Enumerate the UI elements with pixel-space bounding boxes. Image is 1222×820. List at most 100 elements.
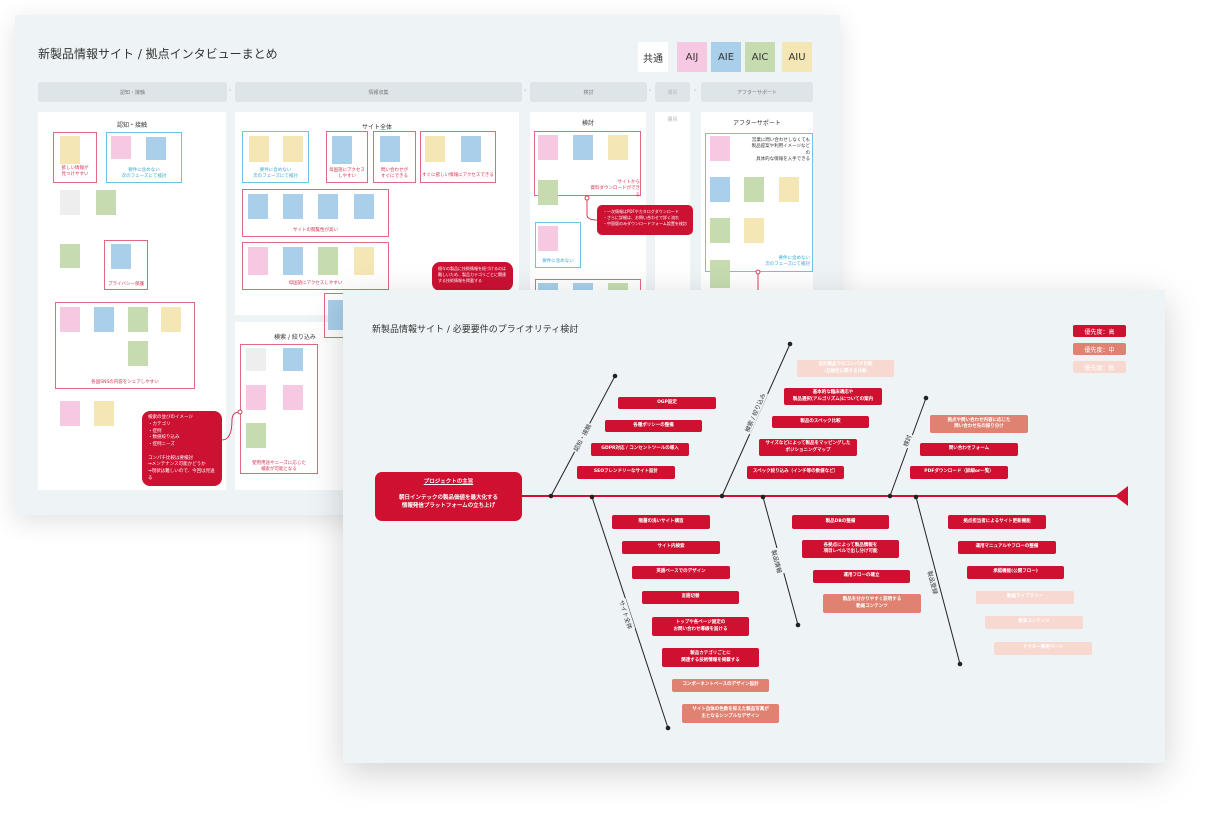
group-caption: 使用用途やニーズに応じた 検索が可能となる	[252, 461, 306, 473]
legend-aie: AIE	[711, 42, 741, 72]
requirement-low: 動画ライブラリー	[976, 591, 1074, 604]
requirement-high: スペック絞り込み（インチ等の数値など）	[747, 466, 844, 479]
phase-consider: 検討	[530, 82, 647, 102]
sticky-note	[161, 307, 181, 332]
group-caption: サイトの閲覧性が高い	[293, 228, 338, 233]
legend-aic: AIC	[745, 42, 775, 72]
group-caption: 要件に含めない 次のフェーズにて検討	[121, 168, 167, 180]
group-caption: 要件に含めない 次のフェーズにて検討	[253, 168, 298, 180]
phase-info-gathering: 情報収集	[235, 82, 522, 102]
sticky-note	[60, 190, 80, 215]
requirement-high: 言語切替	[642, 591, 739, 604]
group-caption: 欲しい情報が 見つけやすい	[61, 166, 89, 178]
phase-awareness: 認知・接触	[38, 82, 227, 102]
sticky-note	[710, 177, 730, 202]
requirement-low: 自社製品でのコンパチ比較 /互換性に関する比較	[797, 360, 894, 377]
requirement-high: 各拠点によって製品情報を 項目レベルで出し分け可能	[802, 540, 899, 558]
callout-search-image: 検索の並びのイメージ ・カテゴリ ・症例 ・数値絞り込み ・症例ニーズ コンパチ…	[142, 411, 222, 486]
column-title: 購買	[667, 117, 678, 123]
group-caption: 問い合わせが すぐにできる	[381, 168, 408, 180]
sticky-note	[283, 247, 303, 275]
requirement-high: 製品カテゴリごとに 関連する技術情報を掲載する	[662, 648, 759, 667]
requirement-high: トップや各ページ固定の お問い合わせ導線を設ける	[652, 617, 749, 636]
sticky-note	[94, 401, 114, 426]
group-frame	[53, 132, 97, 183]
group-frame	[534, 131, 641, 196]
sticky-note	[332, 136, 352, 164]
project-goal-box: プロジェクトの主旨 朝日インテックの製品価値を最大化する 情報発信プラットフォー…	[375, 472, 522, 521]
sticky-note	[96, 190, 116, 215]
sticky-note	[710, 218, 730, 243]
sticky-note	[60, 244, 80, 268]
requirement-high: 各種ポリシーの整備	[605, 420, 702, 432]
sticky-note	[128, 307, 148, 332]
chevron-right-icon: ›	[649, 87, 652, 94]
requirement-high: GDPR対応 / コンセントツールの導入	[591, 443, 689, 456]
priority-board-title: 新製品情報サイト / 必要要件のプライオリティ検討	[372, 325, 579, 335]
requirement-high: サイト内検索	[622, 541, 720, 554]
requirement-high: PDFダウンロード（詳細or一覧）	[910, 466, 1008, 479]
chevron-right-icon: ›	[694, 87, 697, 94]
sticky-note	[744, 218, 764, 243]
requirement-high: OGP設定	[618, 397, 716, 409]
sticky-note	[128, 341, 148, 366]
sticky-note	[248, 194, 268, 219]
sticky-note	[538, 135, 558, 160]
chevron-right-icon: ›	[229, 87, 232, 94]
requirement-mid: 製品を分かりやすく説明する 動画コンテンツ	[823, 594, 921, 613]
phase-purchase: 購買	[655, 82, 690, 102]
group-frame	[535, 222, 581, 268]
sticky-note	[538, 226, 558, 251]
group-frame	[55, 302, 195, 389]
group-caption: プライバシー保護	[108, 282, 144, 287]
interview-board-title: 新製品情報サイト / 拠点インタビューまとめ	[38, 47, 278, 61]
sticky-note	[246, 423, 266, 448]
group-frame	[240, 344, 318, 474]
requirement-mid: コンポーネントベースのデザイン設計	[672, 679, 769, 692]
goal-heading: プロジェクトの主旨	[423, 479, 474, 485]
bone-end-dots	[548, 341, 963, 731]
sticky-note	[710, 260, 730, 288]
sticky-note	[246, 348, 266, 371]
sticky-note	[249, 136, 269, 162]
group-frame	[106, 132, 182, 183]
priority-legend-mid: 優先度：中	[1073, 343, 1126, 355]
sticky-note	[744, 177, 764, 202]
group-caption: 営業に問い合わせしなくても 製品提案や利用イメージなどの 具体的な情報を入手でき…	[751, 138, 810, 162]
sticky-note	[538, 180, 558, 205]
sticky-note	[328, 300, 344, 330]
sticky-note	[60, 307, 80, 332]
requirement-high: 運用フローの確立	[813, 570, 910, 583]
sticky-note	[608, 135, 628, 160]
sticky-note	[425, 136, 445, 162]
sticky-note	[60, 136, 80, 164]
group-frame	[242, 131, 309, 183]
chevron-right-icon: ›	[524, 87, 527, 94]
group-caption: 母国語にアクセスしやすい	[288, 281, 343, 286]
sticky-note	[283, 136, 303, 162]
requirement-low: 教育コンテンツ	[985, 616, 1083, 629]
requirement-low: ドクター専用ページ	[994, 642, 1092, 655]
group-caption: 要件に含めない	[542, 259, 574, 264]
sticky-note	[354, 194, 374, 219]
requirement-mid: サイト自体の色数を抑えた製品写真が 主となるシンプルなデザイン	[682, 704, 779, 723]
group-caption: サイトから 資料ダウンロードができる	[590, 180, 641, 198]
group-frame	[373, 131, 416, 183]
column-title: アフターサポート	[733, 120, 781, 127]
legend-aij: AIJ	[677, 42, 707, 72]
group-caption: すぐに欲しい情報にアクセスできる	[422, 173, 494, 178]
requirement-high: 問い合わせフォーム	[920, 443, 1018, 456]
group-frame	[242, 242, 389, 290]
sticky-note	[60, 401, 80, 426]
legend-共通: 共通	[638, 42, 668, 72]
fishbone-head	[1115, 486, 1128, 506]
priority-legend-low: 優先度：低	[1073, 361, 1126, 373]
callout-download-note: ・一次情報はPDFやカタログダウンロード ・さらに詳細は、お問い合わせで詳く流れ…	[597, 205, 693, 235]
requirement-high: 製品DBの整備	[792, 515, 889, 529]
column-title: サイト全体	[361, 124, 392, 131]
phase-after-support: アフターサポート	[701, 82, 813, 102]
legend-aiu: AIU	[782, 42, 812, 72]
column-title: 認知・接触	[116, 122, 147, 129]
sticky-note	[146, 137, 166, 160]
